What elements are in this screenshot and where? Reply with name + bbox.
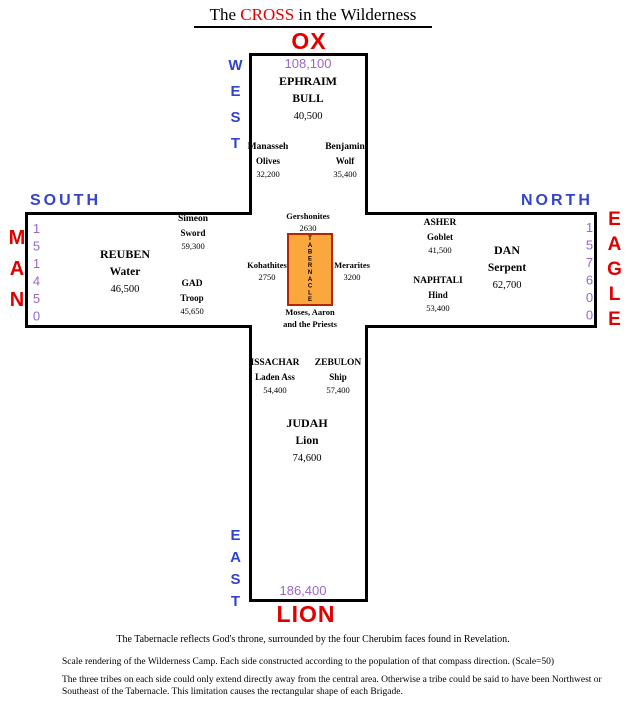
tribe-symbol: Hind xyxy=(428,289,448,300)
caption-limitation: The three tribes on each side could only… xyxy=(62,675,602,697)
levite-count: 2630 xyxy=(299,223,317,233)
tribe-gad: GAD Troop 45,650 xyxy=(180,278,203,319)
tabernacle-label: TABERNACLE xyxy=(307,235,313,304)
tribe-name: Manasseh xyxy=(247,142,289,152)
tribe-count: 35,400 xyxy=(333,169,357,179)
levite-merarites: Merarites 3200 xyxy=(334,259,370,283)
moses-aaron-label: Moses, Aaron and the Priests xyxy=(283,306,337,330)
tribe-name: NAPHTALI xyxy=(413,276,463,286)
tribe-name: REUBEN xyxy=(99,247,151,261)
tribe-name: GAD xyxy=(181,279,203,289)
tribe-symbol: Troop xyxy=(180,292,204,303)
tribe-zebulon: ZEBULON Ship 57,400 xyxy=(315,357,361,398)
tribe-asher: ASHER Goblet 41,500 xyxy=(424,217,457,258)
tribe-simeon: Simeon Sword 59,300 xyxy=(178,213,208,254)
tribe-count: 53,400 xyxy=(426,303,450,313)
cherub-ox-label: OX xyxy=(291,28,327,54)
tribe-symbol: Laden Ass xyxy=(255,371,295,382)
tribe-judah: JUDAH Lion 74,600 xyxy=(286,415,327,468)
compass-south-label: SOUTH xyxy=(30,192,101,209)
tribe-reuben: REUBEN Water 46,500 xyxy=(100,246,150,299)
page-title: The CROSS in the Wilderness xyxy=(0,5,626,28)
tribe-symbol: Goblet xyxy=(426,231,453,242)
tribe-benjamin: Benjamin Wolf 35,400 xyxy=(325,141,365,182)
levite-name: Merarites xyxy=(334,260,370,270)
tribe-count: 32,200 xyxy=(256,169,280,179)
tribe-dan: DAN Serpent 62,700 xyxy=(488,242,526,295)
tribe-ephraim: EPHRAIM BULL 40,500 xyxy=(279,73,337,126)
tribe-name: ASHER xyxy=(423,218,457,228)
tribe-count: 54,400 xyxy=(263,385,287,395)
tribe-count: 40,500 xyxy=(293,111,323,122)
tribe-count: 46,500 xyxy=(110,284,140,295)
levite-count: 2750 xyxy=(258,272,276,282)
tribe-count: 41,500 xyxy=(428,245,452,255)
tribe-count: 62,700 xyxy=(492,280,522,291)
tribe-symbol: Olives xyxy=(256,155,280,166)
tribe-symbol: Lion xyxy=(295,434,319,447)
levite-name: Kohathites xyxy=(247,260,287,270)
tribe-name: DAN xyxy=(494,243,520,257)
tribe-symbol: Wolf xyxy=(335,155,355,166)
tribe-name: ZEBULON xyxy=(314,358,362,368)
tribe-count: 57,400 xyxy=(326,385,350,395)
tribe-manasseh: Manasseh Olives 32,200 xyxy=(248,141,289,182)
cherub-man-label: MAN xyxy=(6,227,28,320)
east-brigade-total: 186,400 xyxy=(279,583,327,598)
tabernacle-box: TABERNACLE xyxy=(287,233,333,306)
compass-west-label: WEST xyxy=(227,57,244,161)
tribe-symbol: Water xyxy=(109,265,141,278)
cherub-eagle-label: EAGLE xyxy=(604,209,625,334)
compass-north-label: NORTH xyxy=(521,192,593,209)
tribe-count: 45,650 xyxy=(180,306,204,316)
page-title-text: The CROSS in the Wilderness xyxy=(193,5,433,28)
tribe-name: Simeon xyxy=(177,214,209,224)
moses-line1: Moses, Aaron xyxy=(285,307,335,317)
north-brigade-total: 157600 xyxy=(582,220,597,325)
tribe-name: ISSACHAR xyxy=(250,358,300,368)
tribe-symbol: BULL xyxy=(292,92,324,105)
title-highlight: CROSS xyxy=(240,5,295,24)
levite-kohathites: Kohathites 2750 xyxy=(247,259,287,283)
levite-count: 3200 xyxy=(343,272,361,282)
tribe-issachar: ISSACHAR Laden Ass 54,400 xyxy=(250,357,299,398)
west-brigade-total: 108,100 xyxy=(284,56,332,71)
tribe-name: EPHRAIM xyxy=(279,74,337,88)
tribe-symbol: Serpent xyxy=(487,261,527,274)
caption-cherubim: The Tabernacle reflects God's throne, su… xyxy=(116,634,510,645)
tribe-symbol: Ship xyxy=(329,371,347,382)
tribe-symbol: Sword xyxy=(180,227,206,238)
south-brigade-total: 151450 xyxy=(29,221,44,326)
title-prefix: The xyxy=(209,5,241,24)
tribe-name: JUDAH xyxy=(286,416,328,430)
title-suffix: in the Wilderness xyxy=(294,5,417,24)
compass-east-label: EAST xyxy=(227,527,244,615)
moses-line2: and the Priests xyxy=(283,319,337,329)
levite-name: Gershonites xyxy=(286,211,330,221)
tribe-name: Benjamin xyxy=(325,142,365,152)
tribe-count: 59,300 xyxy=(181,241,205,251)
caption-scale: Scale rendering of the Wilderness Camp. … xyxy=(62,657,555,667)
levite-gershonites: Gershonites 2630 xyxy=(286,210,329,234)
tribe-count: 74,600 xyxy=(292,453,322,464)
tribe-naphtali: NAPHTALI Hind 53,400 xyxy=(413,275,462,316)
cherub-lion-label: LION xyxy=(276,601,336,627)
